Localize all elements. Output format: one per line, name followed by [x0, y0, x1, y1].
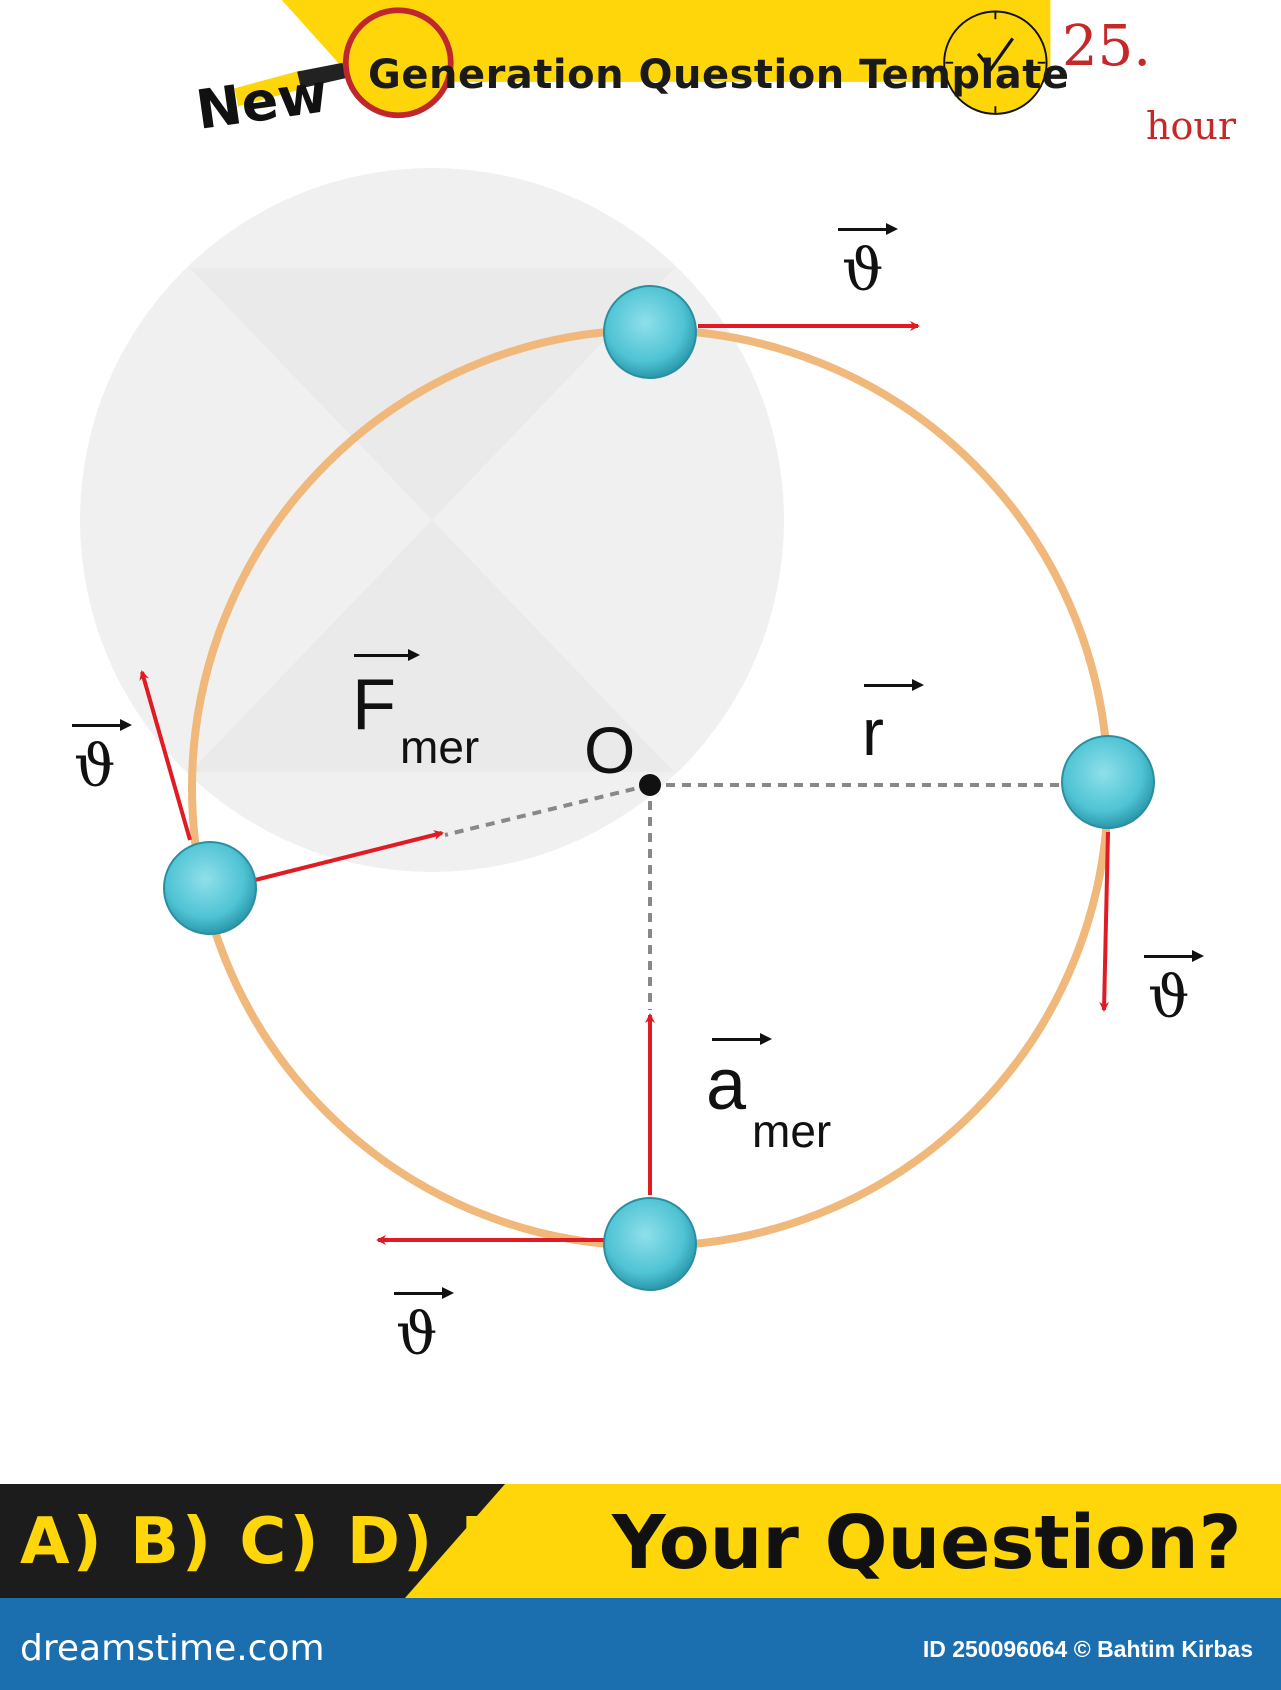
vector-arrow-icon: [712, 1033, 772, 1045]
vector-arrow-icon: [354, 649, 420, 661]
center-label: O: [584, 713, 636, 787]
velocity-arrow-right: [1099, 831, 1110, 1012]
ball-left: [163, 841, 257, 935]
ball-right: [1061, 735, 1155, 829]
vector-arrow-icon: [72, 719, 132, 731]
force-arrow: [254, 830, 444, 882]
image-credit: ID 250096064 © Bahtim Kirbas: [922, 1636, 1253, 1662]
circular-motion-diagram: [80, 168, 1155, 1291]
vector-arrow-icon: [1144, 950, 1204, 962]
vector-arrow-icon: [394, 1287, 454, 1299]
footer-band: [0, 1484, 1281, 1598]
ball-bottom: [603, 1197, 697, 1291]
hour-label: hour: [1146, 104, 1236, 148]
velocity-arrow-left: [139, 670, 192, 841]
magnifier-lens: [342, 7, 454, 119]
ball-top: [603, 285, 697, 379]
hour-number: 25.: [1062, 14, 1152, 79]
question-prompt: Your Question?: [612, 1500, 1242, 1586]
answer-options: A) B) C) D) E): [20, 1505, 540, 1579]
vector-arrow-icon: [838, 223, 898, 235]
header-band: [234, 0, 1051, 119]
center-point: [639, 774, 661, 796]
vector-arrow-icon: [864, 679, 924, 691]
checkmark-icon: [976, 37, 1014, 72]
page-title: Generation Question Template: [368, 52, 1070, 98]
site-name: dreamstime.com: [20, 1628, 325, 1669]
watermark-bar: [0, 1598, 1281, 1690]
magnifier-handle: [234, 70, 305, 107]
force-dashed-line: [444, 783, 651, 837]
